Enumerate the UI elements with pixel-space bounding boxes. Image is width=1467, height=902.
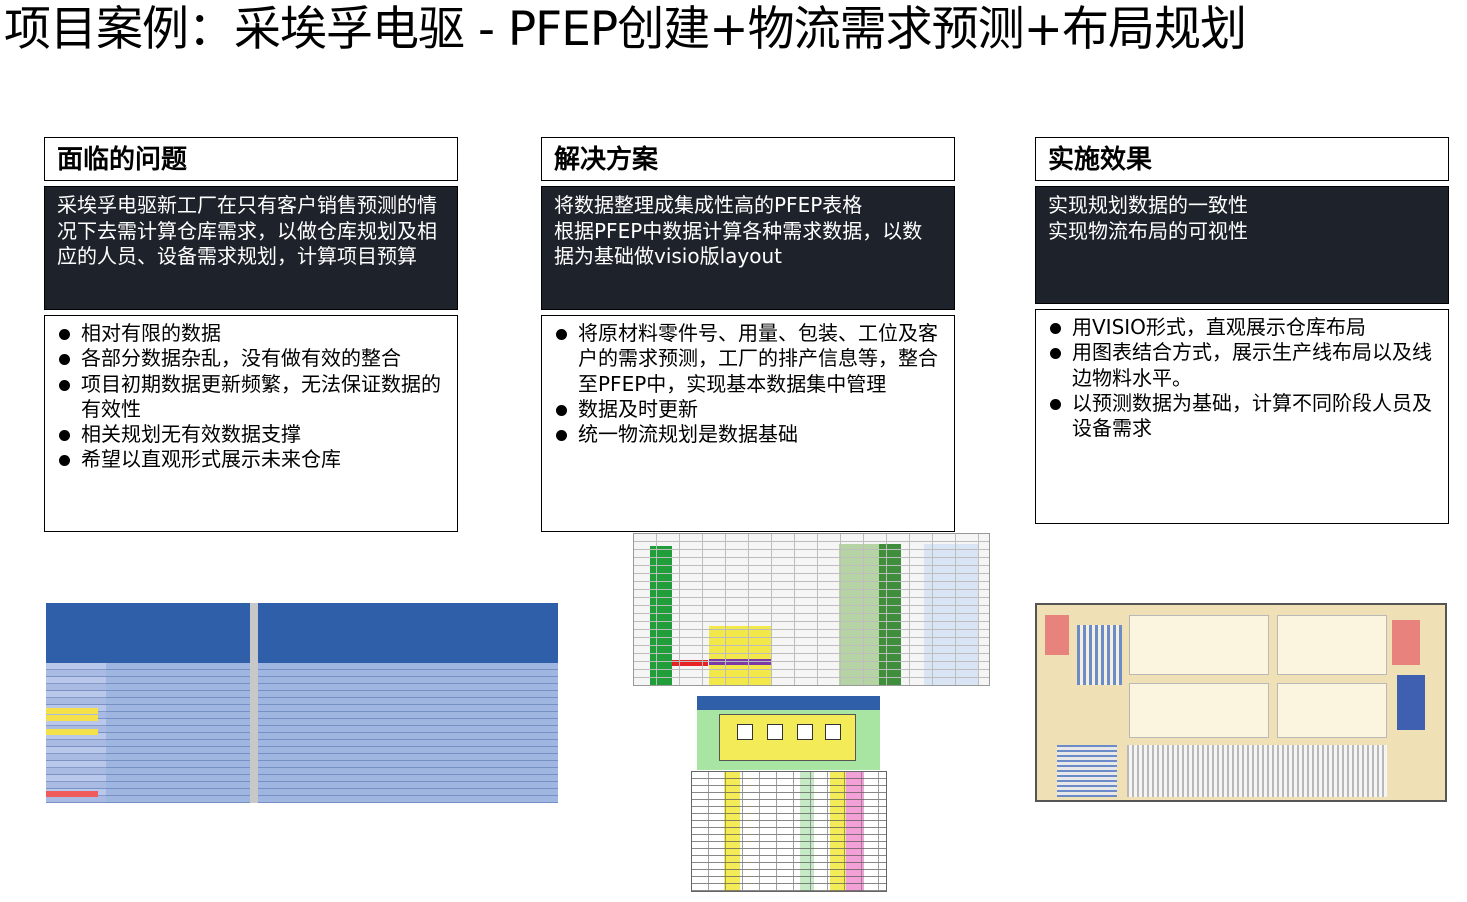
solution-list: 将原材料零件号、用量、包装、工位及客户的需求预测，工厂的排产信息等，整合至PFE… [541,315,955,532]
solution-item: 统一物流规划是数据基础 [556,422,944,447]
warehouse-layout-image [1035,603,1447,802]
results-list: 用VISIO形式，直观展示仓库布局 用图表结合方式，展示生产线布局以及线边物料水… [1035,309,1449,524]
solution-header: 解决方案 [541,137,955,181]
problems-column: 面临的问题 采埃孚电驱新工厂在只有客户销售预测的情况下去需计算仓库需求，以做仓库… [44,137,458,532]
result-item: 用VISIO形式，直观展示仓库布局 [1050,315,1438,340]
result-item: 用图表结合方式，展示生产线布局以及线边物料水平。 [1050,340,1438,391]
result-item: 以预测数据为基础，计算不同阶段人员及设备需求 [1050,391,1438,442]
results-summary: 实现规划数据的一致性 实现物流布局的可视性 [1035,186,1449,304]
problem-item: 各部分数据杂乱，没有做有效的整合 [59,346,447,371]
problem-item: 相对有限的数据 [59,321,447,346]
solution-item: 将原材料零件号、用量、包装、工位及客户的需求预测，工厂的排产信息等，整合至PFE… [556,321,944,397]
problems-header: 面临的问题 [44,137,458,181]
results-column: 实施效果 实现规划数据的一致性 实现物流布局的可视性 用VISIO形式，直观展示… [1035,137,1449,524]
solution-item: 数据及时更新 [556,397,944,422]
problems-summary: 采埃孚电驱新工厂在只有客户销售预测的情况下去需计算仓库需求，以做仓库规划及相应的… [44,186,458,310]
demand-spreadsheet-image [633,533,990,686]
pfep-spreadsheet-image [46,603,558,803]
problem-item: 希望以直观形式展示未来仓库 [59,447,447,472]
station-layout-image [697,696,880,770]
problem-item: 相关规划无有效数据支撑 [59,422,447,447]
problem-item: 项目初期数据更新频繁，无法保证数据的有效性 [59,372,447,423]
problems-list: 相对有限的数据 各部分数据杂乱，没有做有效的整合 项目初期数据更新频繁，无法保证… [44,315,458,532]
material-sheet-image [691,771,887,892]
solution-column: 解决方案 将数据整理成集成性高的PFEP表格 根据PFEP中数据计算各种需求数据… [541,137,955,532]
results-header: 实施效果 [1035,137,1449,181]
page-title: 项目案例：采埃孚电驱 - PFEP创建+物流需求预测+布局规划 [4,2,1247,57]
solution-summary: 将数据整理成集成性高的PFEP表格 根据PFEP中数据计算各种需求数据，以数据为… [541,186,955,310]
